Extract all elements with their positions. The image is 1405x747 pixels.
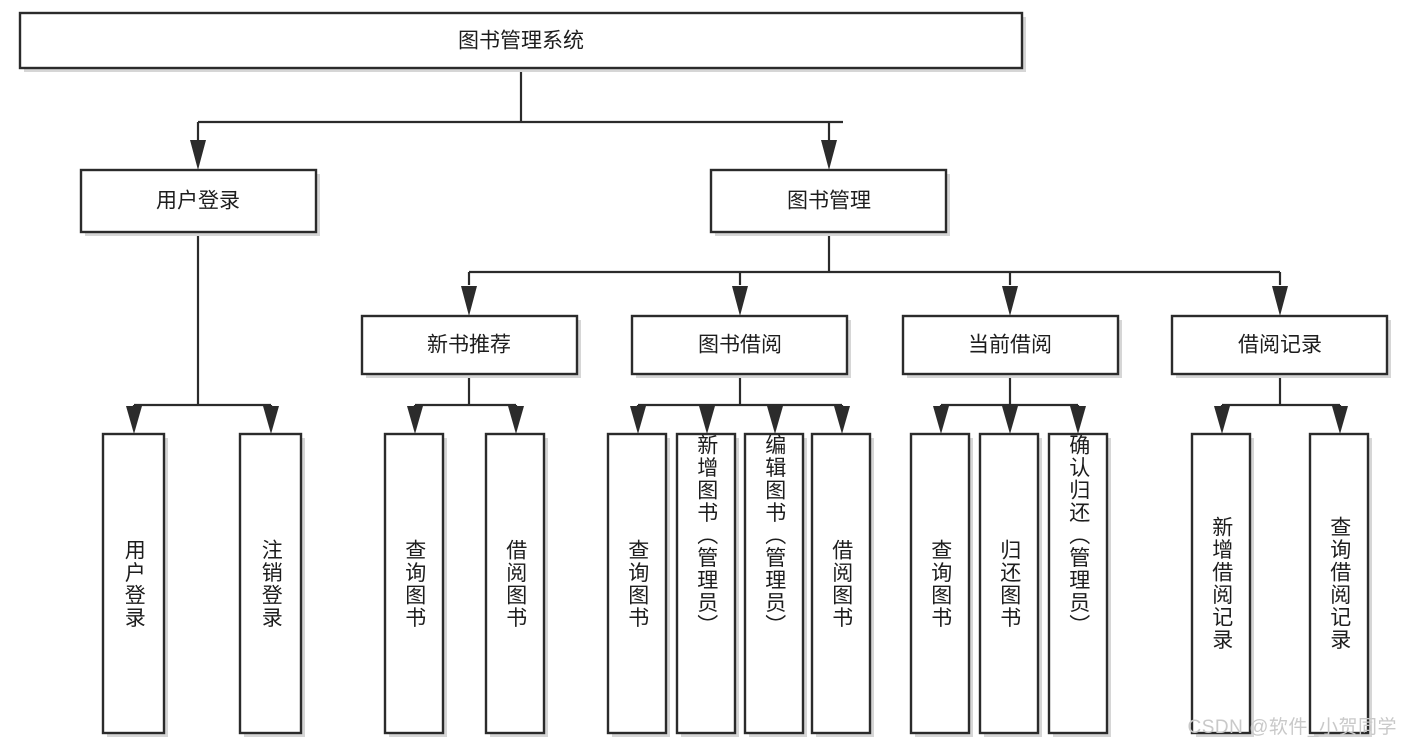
node-current-borrow-box [901, 314, 1120, 376]
leaf-new-book-1[interactable] [383, 432, 447, 737]
arrowhead-bb-leaf-1 [630, 406, 646, 434]
leaf-book-borrow-2-box [675, 432, 737, 735]
leaf-borrow-record-2[interactable] [1308, 432, 1372, 737]
node-borrow-record-box [1170, 314, 1389, 376]
leaf-book-borrow-4-box [810, 432, 872, 735]
node-new-book-recommend-label: 新书推荐 [427, 334, 511, 357]
arrowhead-bb-leaf-3 [767, 406, 783, 434]
arrowhead-br-leaf-1 [1214, 406, 1230, 434]
arrowhead-user-login [190, 140, 206, 170]
arrowhead-bb-leaf-2 [699, 406, 715, 434]
watermark: CSDN @软件_小贺同学 [1187, 717, 1397, 738]
node-user-login-box [79, 168, 318, 234]
node-user-login-label: 用户登录 [156, 190, 240, 213]
arrowhead-current-borrow [1002, 286, 1018, 316]
node-borrow-record-label: 借阅记录 [1238, 334, 1322, 357]
arrowhead-cb-leaf-3 [1070, 406, 1086, 434]
edge-layer [126, 68, 1348, 434]
leaf-user-login-2-box [238, 432, 303, 735]
leaf-current-borrow-3-box [1047, 432, 1109, 735]
arrowhead-borrow-record [1272, 286, 1288, 316]
leaf-current-borrow-2-box [978, 432, 1040, 735]
node-book-manage[interactable]: 图书管理 [709, 168, 950, 236]
arrowhead-book-manage [821, 140, 837, 170]
leaf-borrow-record-1-box [1190, 432, 1252, 735]
node-new-book-recommend[interactable]: 新书推荐 [360, 314, 581, 378]
node-borrow-record[interactable]: 借阅记录 [1170, 314, 1391, 378]
node-book-manage-label: 图书管理 [787, 190, 871, 213]
leaf-current-borrow-2[interactable] [978, 432, 1042, 737]
node-root-box [18, 11, 1024, 70]
arrowhead-book-borrow [732, 286, 748, 316]
leaf-borrow-record-2-box [1308, 432, 1370, 735]
node-root-label: 图书管理系统 [458, 30, 584, 53]
leaf-book-borrow-3[interactable] [743, 432, 807, 737]
leaf-book-borrow-4[interactable] [810, 432, 874, 737]
leaf-book-borrow-2[interactable] [675, 432, 739, 737]
node-book-borrow-label: 图书借阅 [698, 334, 782, 357]
arrowhead-bb-leaf-4 [834, 406, 850, 434]
arrowhead-cb-leaf-2 [1002, 406, 1018, 434]
leaf-user-login-1-box [101, 432, 166, 735]
leaf-user-login-2[interactable] [238, 432, 305, 737]
leaf-book-borrow-1[interactable] [606, 432, 670, 737]
node-book-manage-box [709, 168, 948, 234]
node-book-borrow-box [630, 314, 849, 376]
node-current-borrow[interactable]: 当前借阅 [901, 314, 1122, 378]
leaf-book-borrow-3-box [743, 432, 805, 735]
node-root[interactable]: 图书管理系统 [18, 11, 1026, 72]
leaf-current-borrow-1-box [909, 432, 971, 735]
node-current-borrow-label: 当前借阅 [968, 334, 1052, 357]
arrowhead-ul-leaf-2 [263, 406, 279, 434]
leaf-new-book-2[interactable] [484, 432, 548, 737]
arrowhead-ul-leaf-1 [126, 406, 142, 434]
leaf-current-borrow-3[interactable] [1047, 432, 1111, 737]
arrowhead-nb-leaf-2 [508, 406, 524, 434]
node-user-login[interactable]: 用户登录 [79, 168, 320, 236]
leaf-new-book-2-box [484, 432, 546, 735]
node-book-borrow[interactable]: 图书借阅 [630, 314, 851, 378]
node-new-book-recommend-box [360, 314, 579, 376]
leaf-borrow-record-1[interactable] [1190, 432, 1254, 737]
leaf-book-borrow-1-box [606, 432, 668, 735]
arrowhead-nb-leaf-1 [407, 406, 423, 434]
arrowhead-br-leaf-2 [1332, 406, 1348, 434]
leaf-user-login-1[interactable] [101, 432, 168, 737]
leaf-current-borrow-1[interactable] [909, 432, 973, 737]
arrowhead-cb-leaf-1 [933, 406, 949, 434]
leaf-new-book-1-box [383, 432, 445, 735]
arrowhead-new-book [461, 286, 477, 316]
